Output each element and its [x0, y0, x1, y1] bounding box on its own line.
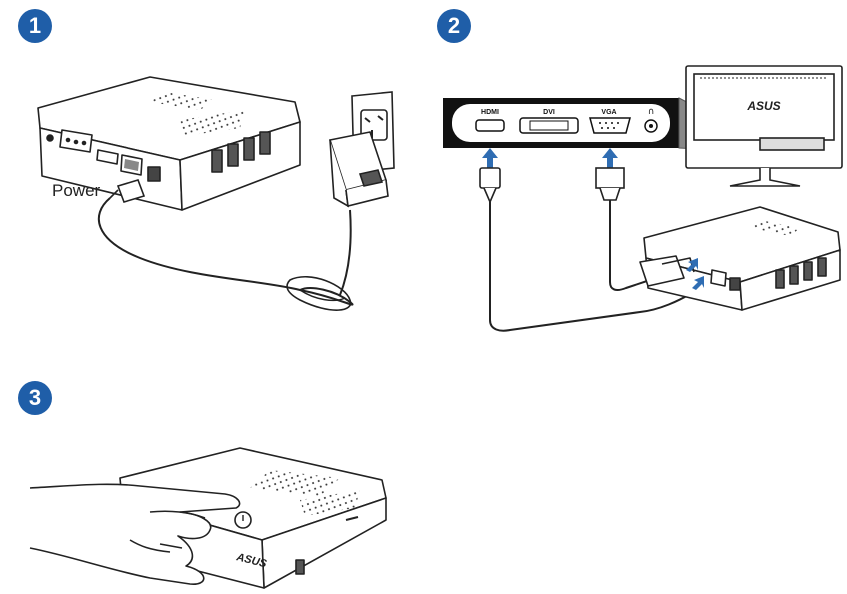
vga-port	[589, 117, 631, 134]
step-3-illustration: ASUS	[29, 447, 387, 589]
step-2-badge: 2	[437, 9, 471, 43]
mini-pc-device	[37, 76, 301, 211]
monitor-brand: ASUS	[746, 99, 780, 113]
power-plug	[109, 179, 146, 203]
step-3-badge: 3	[18, 381, 52, 415]
hdmi-port	[475, 119, 505, 132]
hdmi-arrow-icon	[482, 148, 498, 168]
monitor	[685, 65, 843, 187]
vga-cable	[595, 167, 651, 291]
hdmi-port-label: HDMI	[481, 109, 499, 116]
step-1-badge: 1	[18, 9, 52, 43]
power-label: Power	[52, 181, 101, 200]
step-2-illustration: HDMI DVI VGA ∩	[443, 65, 843, 332]
power-adapter	[328, 131, 389, 208]
hdmi-cable	[479, 167, 691, 332]
vga-arrow-icon	[602, 148, 618, 168]
svg-text:∩: ∩	[648, 107, 655, 117]
mini-pc-device-2	[639, 206, 841, 311]
monitor-port-panel: HDMI DVI VGA ∩	[443, 98, 679, 148]
hdmi-device-arrow-icon	[692, 276, 704, 290]
step-1-illustration: Power	[37, 76, 395, 311]
dvi-port-label: DVI	[543, 109, 555, 116]
power-cable	[97, 197, 354, 306]
hand-pressing-power	[29, 483, 241, 585]
vga-port-label: VGA	[601, 109, 616, 116]
vga-device-arrow-icon	[686, 258, 698, 272]
